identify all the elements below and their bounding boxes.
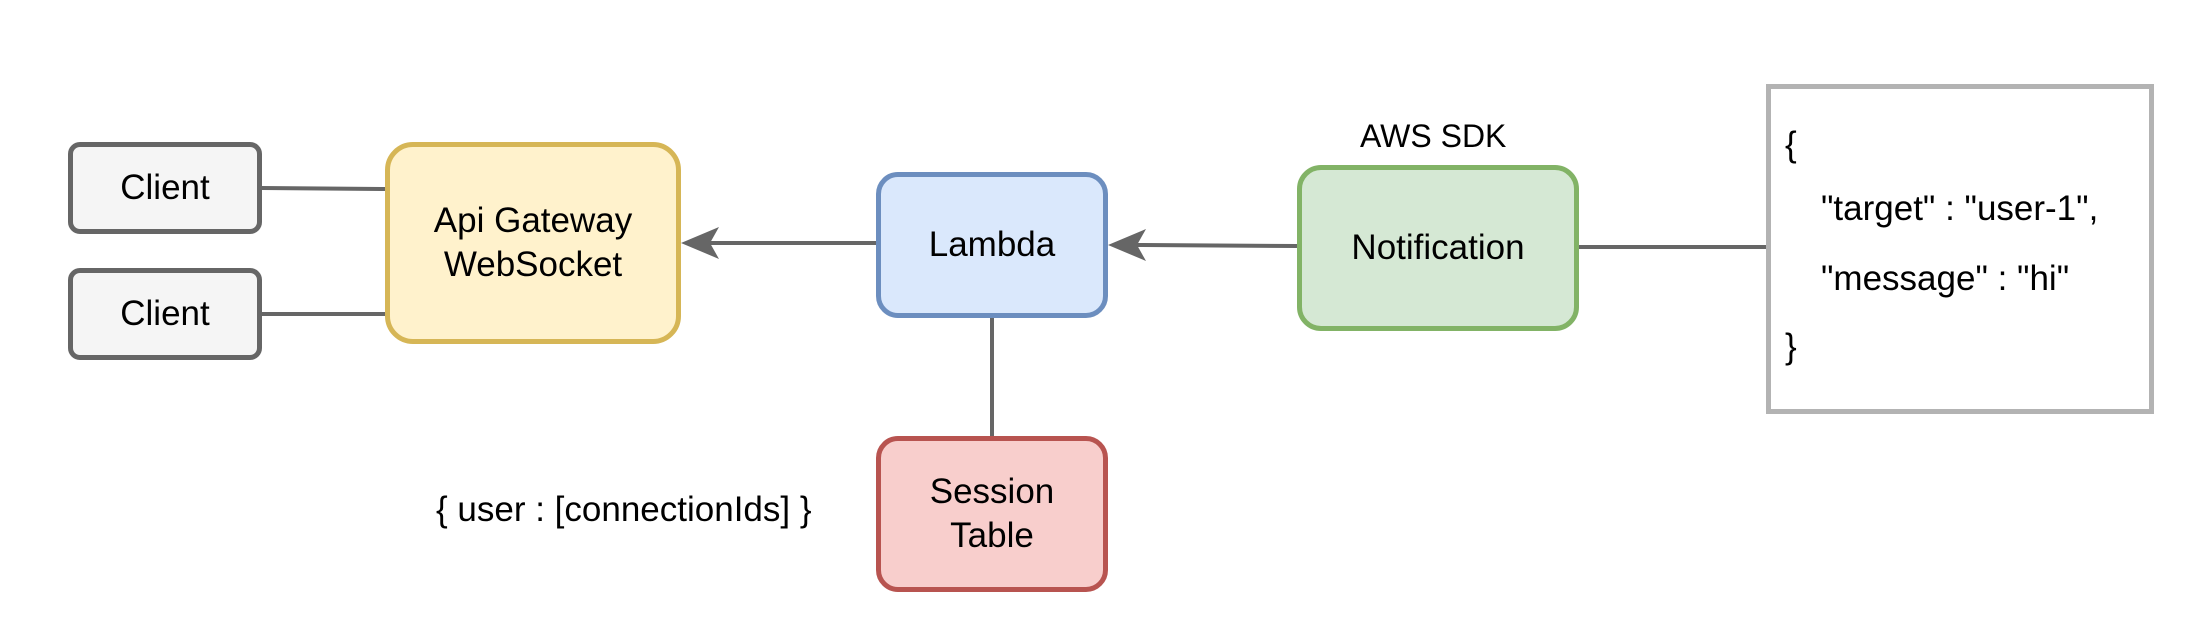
payload-close-brace: } (1785, 327, 1797, 366)
edge-client-1-to-api-gateway (261, 186, 386, 191)
lambda-label: Lambda (928, 225, 1056, 265)
api-gateway-websocket-node: Api Gateway WebSocket (385, 142, 681, 344)
arrowhead-lambda (1108, 229, 1146, 261)
payload-target-line: "target" : "user-1", (1821, 189, 2099, 228)
session-table-node: Session Table (876, 436, 1108, 592)
edge-notification-to-lambda (1136, 243, 1298, 248)
lambda-node: Lambda (876, 172, 1108, 318)
client-node: Client (68, 142, 262, 234)
session-table-label: Session Table (929, 472, 1055, 555)
arrowhead-api-gateway (681, 227, 719, 259)
payload-message-line: "message" : "hi" (1821, 259, 2070, 298)
notification-node: Notification (1297, 165, 1579, 331)
api-gateway-label: Api Gateway WebSocket (433, 201, 633, 284)
aws-sdk-label: AWS SDK (1360, 118, 1507, 154)
notification-payload-box: { "target" : "user-1", "message" : "hi" … (1766, 84, 2154, 414)
client-label: Client (120, 168, 210, 208)
payload-open-brace: { (1785, 125, 1797, 164)
session-schema-label: { user : [connectionIds] } (436, 490, 812, 529)
client-node: Client (68, 268, 262, 360)
notification-label: Notification (1351, 228, 1525, 268)
client-label: Client (120, 294, 210, 334)
